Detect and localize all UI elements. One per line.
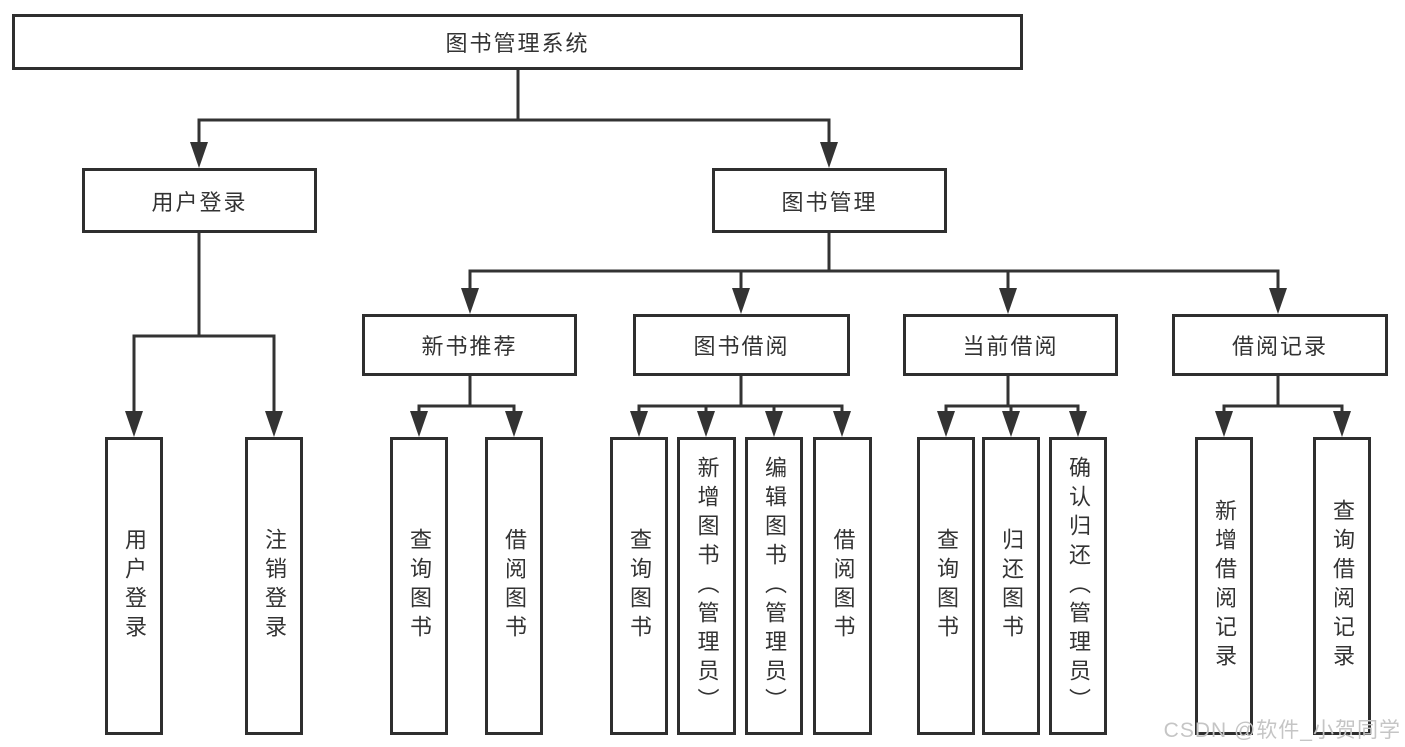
node-borrow-record: 借阅记录 <box>1172 314 1388 376</box>
label-leaf-borrow-add: 新增图书（管理员） <box>694 455 720 717</box>
label-leaf-current-return: 归还图书 <box>999 528 1024 644</box>
node-leaf-current-return: 归还图书 <box>982 437 1040 735</box>
connector-newbookrec-to-leaves <box>410 374 523 437</box>
node-leaf-logout: 注销登录 <box>245 437 303 735</box>
node-leaf-current-confirm: 确认归还（管理员） <box>1049 437 1107 735</box>
label-leaf-current-confirm: 确认归还（管理员） <box>1066 455 1091 717</box>
label-leaf-current-query: 查询图书 <box>934 528 959 644</box>
label-leaf-rec-query: 查询图书 <box>407 528 432 644</box>
node-user-login: 用户登录 <box>82 168 317 233</box>
node-root: 图书管理系统 <box>12 14 1023 70</box>
label-leaf-record-add: 新增借阅记录 <box>1212 499 1237 673</box>
label-leaf-logout: 注销登录 <box>262 528 287 644</box>
label-current-borrow: 当前借阅 <box>962 334 1059 359</box>
node-leaf-borrow-edit: 编辑图书（管理员） <box>745 437 803 735</box>
connector-bookmgmt-to-level3 <box>461 231 1287 314</box>
node-leaf-record-query: 查询借阅记录 <box>1313 437 1371 735</box>
connector-userlogin-to-leaves <box>125 231 283 437</box>
node-leaf-borrow-query: 查询图书 <box>610 437 668 735</box>
csdn-watermark: CSDN @软件_小贺同学 <box>1163 719 1401 742</box>
connector-root-to-level2 <box>190 68 838 168</box>
node-book-mgmt: 图书管理 <box>712 168 947 233</box>
label-leaf-record-query: 查询借阅记录 <box>1330 499 1355 673</box>
node-current-borrow: 当前借阅 <box>903 314 1118 376</box>
label-leaf-borrow-query: 查询图书 <box>627 528 652 644</box>
node-leaf-rec-borrow: 借阅图书 <box>485 437 543 735</box>
node-leaf-borrow-add: 新增图书（管理员） <box>677 437 736 735</box>
node-leaf-borrow-borrow: 借阅图书 <box>813 437 872 735</box>
label-new-book-rec: 新书推荐 <box>421 334 518 359</box>
label-book-borrow: 图书借阅 <box>693 334 790 359</box>
connector-borrowrecord-to-leaves <box>1215 374 1351 437</box>
label-user-login: 用户登录 <box>151 189 248 215</box>
label-book-mgmt: 图书管理 <box>781 189 878 215</box>
label-leaf-borrow-borrow: 借阅图书 <box>830 528 856 644</box>
connector-currentborrow-to-leaves <box>937 374 1087 437</box>
node-book-borrow: 图书借阅 <box>633 314 850 376</box>
label-leaf-borrow-edit: 编辑图书（管理员） <box>762 455 787 717</box>
label-borrow-record: 借阅记录 <box>1231 334 1328 359</box>
label-leaf-rec-borrow: 借阅图书 <box>502 528 527 644</box>
label-leaf-login: 用户登录 <box>122 528 147 644</box>
node-new-book-rec: 新书推荐 <box>362 314 577 376</box>
node-leaf-login: 用户登录 <box>105 437 163 735</box>
label-root: 图书管理系统 <box>445 31 590 56</box>
node-leaf-rec-query: 查询图书 <box>390 437 448 735</box>
node-leaf-current-query: 查询图书 <box>917 437 975 735</box>
node-leaf-record-add: 新增借阅记录 <box>1195 437 1253 735</box>
connector-bookborrow-to-leaves <box>630 374 851 437</box>
